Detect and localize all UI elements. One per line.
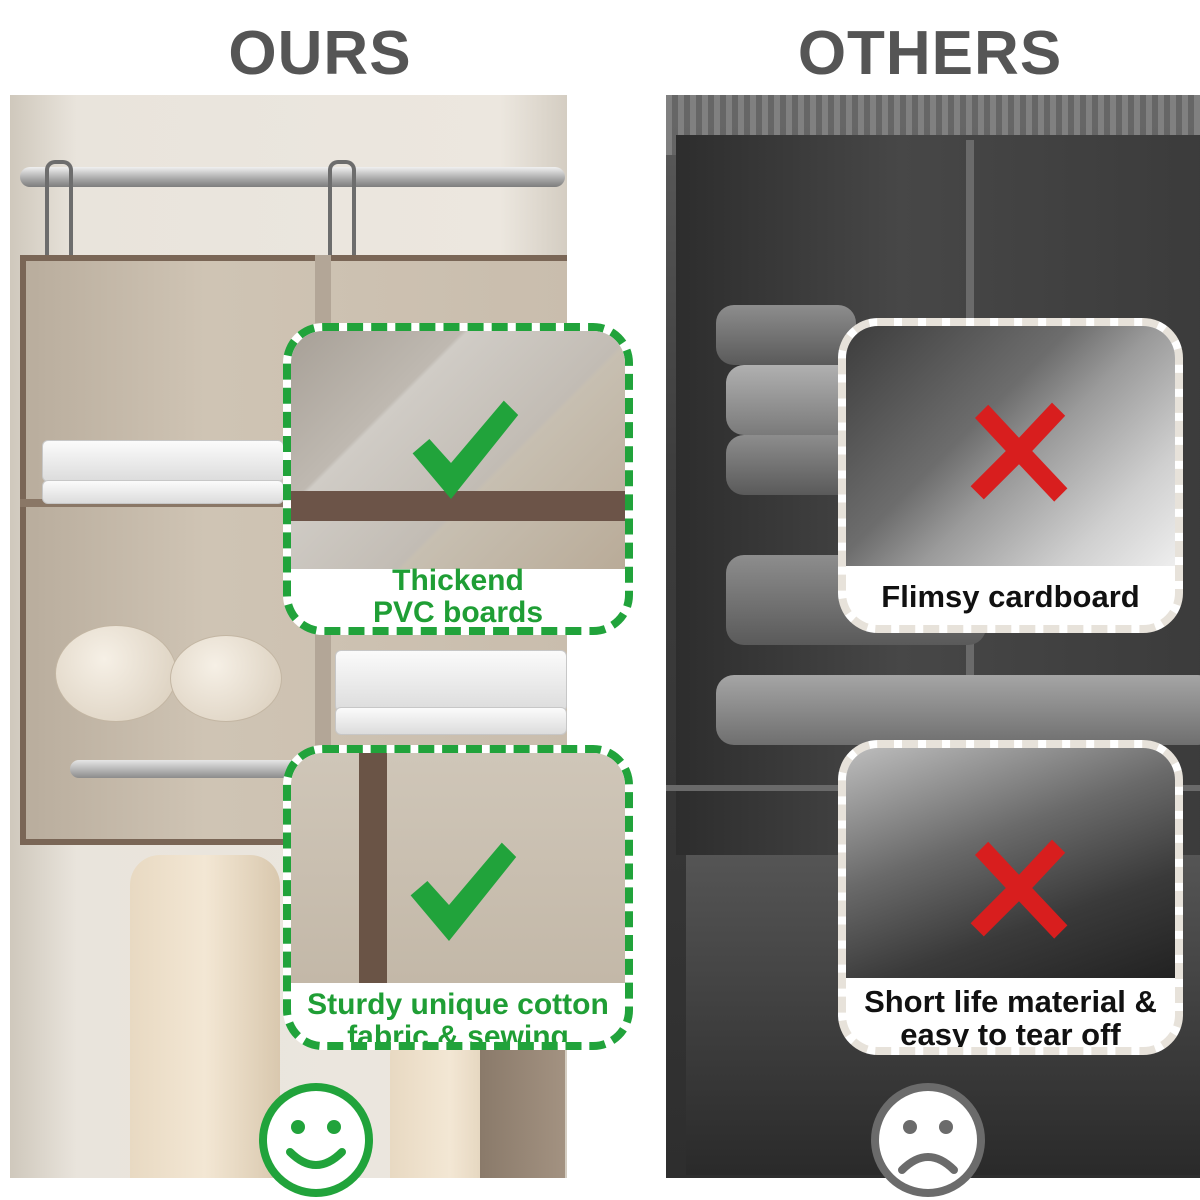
cross-icon <box>970 839 1068 939</box>
callout-pvc-boards: Thickend PVC boards <box>283 323 633 635</box>
caption-cotton-fabric: Sturdy unique cotton fabric & sewing <box>291 988 625 1050</box>
caption-short-life: Short life material & easy to tear off <box>846 984 1175 1052</box>
fabric-tear-closeup <box>846 748 1175 978</box>
caption-text: Short life material & easy to tear off <box>864 984 1157 1052</box>
folded-clothes <box>716 675 1200 745</box>
folded-shirt <box>42 480 284 504</box>
cross-icon <box>970 402 1068 502</box>
callout-cotton-fabric: Sturdy unique cotton fabric & sewing <box>283 745 633 1050</box>
callout-short-life: Short life material & easy to tear off <box>838 740 1183 1055</box>
callout-flimsy-cardboard: Flimsy cardboard <box>838 318 1183 633</box>
lower-rod <box>70 760 320 778</box>
sad-face-icon <box>871 1083 985 1197</box>
folded-shirt <box>42 440 284 482</box>
hanging-coat <box>130 855 280 1178</box>
closet-rod <box>20 167 565 187</box>
caption-flimsy-cardboard: Flimsy cardboard <box>846 579 1175 614</box>
heading-others: OTHERS <box>797 19 1063 88</box>
folded-shirt <box>335 707 567 735</box>
folded-shirt <box>335 650 567 712</box>
hanging-garment <box>480 1045 565 1178</box>
caption-text: Sturdy unique cotton fabric & sewing <box>307 988 609 1050</box>
caption-pvc-boards: Thickend PVC boards <box>291 564 625 629</box>
caption-text: Flimsy cardboard <box>881 579 1140 614</box>
checkmark-icon <box>412 400 519 499</box>
neck-pillow <box>55 625 177 722</box>
folded-clothes <box>716 305 856 365</box>
fabric-closeup <box>291 753 625 983</box>
pvc-board-closeup <box>291 331 625 569</box>
caption-text: Thickend PVC boards <box>372 564 544 629</box>
happy-face-icon <box>259 1083 373 1197</box>
hook <box>328 160 356 274</box>
neck-pillow <box>170 635 282 722</box>
checkmark-icon <box>410 842 517 941</box>
heading-ours: OURS <box>228 19 412 88</box>
hook <box>45 160 73 274</box>
